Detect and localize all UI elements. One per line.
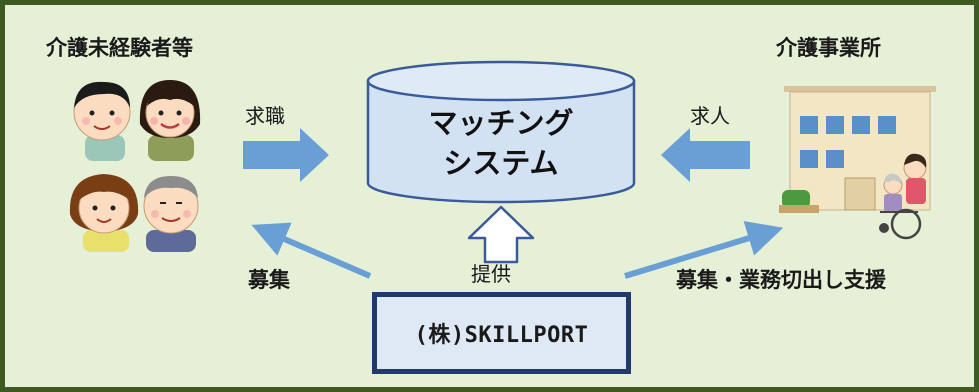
care-novice-title: 介護未経験者等 (46, 36, 193, 60)
company-to-seekers-arrow (251, 222, 372, 279)
job-offer-label: 求人 (690, 104, 730, 128)
company-to-facility-arrow (624, 221, 784, 279)
facility-to-system-arrow (661, 128, 750, 182)
person-girl-icon (69, 174, 139, 252)
care-facility-icon (779, 86, 936, 240)
recruitment-support-label: 募集・業務切出し支援 (676, 268, 886, 292)
recruitment-label: 募集 (248, 268, 290, 292)
system-label-line1: マッチング (428, 106, 573, 140)
seeker-to-system-arrow (243, 128, 329, 182)
matching-system-cylinder: マッチング システム (366, 60, 636, 204)
care-facility-title: 介護事業所 (776, 36, 881, 60)
job-seeking-label: 求職 (245, 104, 285, 128)
company-name: (株)SKILLPORT (414, 323, 589, 348)
company-box: (株)SKILLPORT (372, 292, 631, 374)
company-to-system-arrow (467, 205, 535, 264)
provide-label: 提供 (471, 262, 511, 286)
person-woman-icon (139, 80, 201, 161)
person-boy-icon (73, 81, 131, 161)
person-elder-icon (143, 176, 199, 252)
system-label-line2: システム (443, 146, 558, 180)
